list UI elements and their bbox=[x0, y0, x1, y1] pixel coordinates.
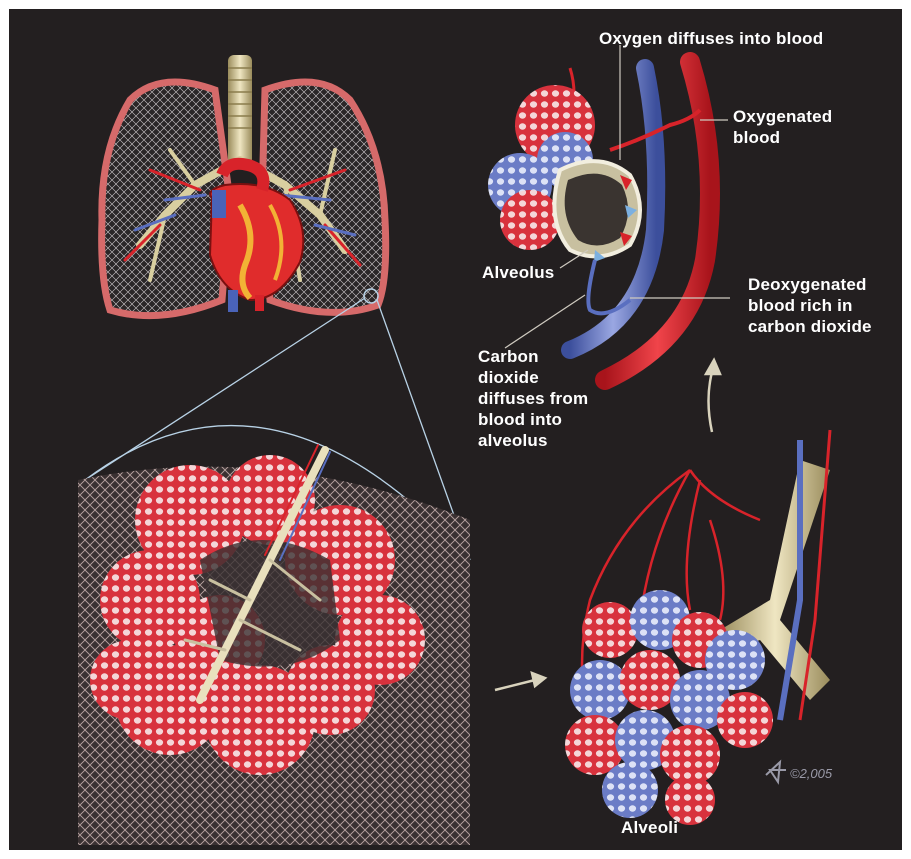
copyright-signature: ©2,005 bbox=[790, 766, 832, 781]
label-oxygen-diffuses: Oxygen diffuses into blood bbox=[599, 28, 823, 49]
label-alveoli: Alveoli bbox=[621, 817, 678, 838]
label-alveolus: Alveolus bbox=[482, 262, 554, 283]
gas-exchange-detail bbox=[488, 62, 710, 380]
label-deoxygenated-blood: Deoxygenated blood rich in carbon dioxid… bbox=[748, 274, 872, 337]
lungs-illustration bbox=[102, 55, 386, 316]
label-carbon-dioxide: Carbon dioxide diffuses from blood into … bbox=[478, 346, 588, 451]
lung-tissue-cluster bbox=[78, 445, 470, 845]
artist-signature-mark bbox=[766, 762, 786, 782]
label-oxygenated-blood: Oxygenated blood bbox=[733, 106, 832, 148]
trachea bbox=[228, 55, 252, 165]
